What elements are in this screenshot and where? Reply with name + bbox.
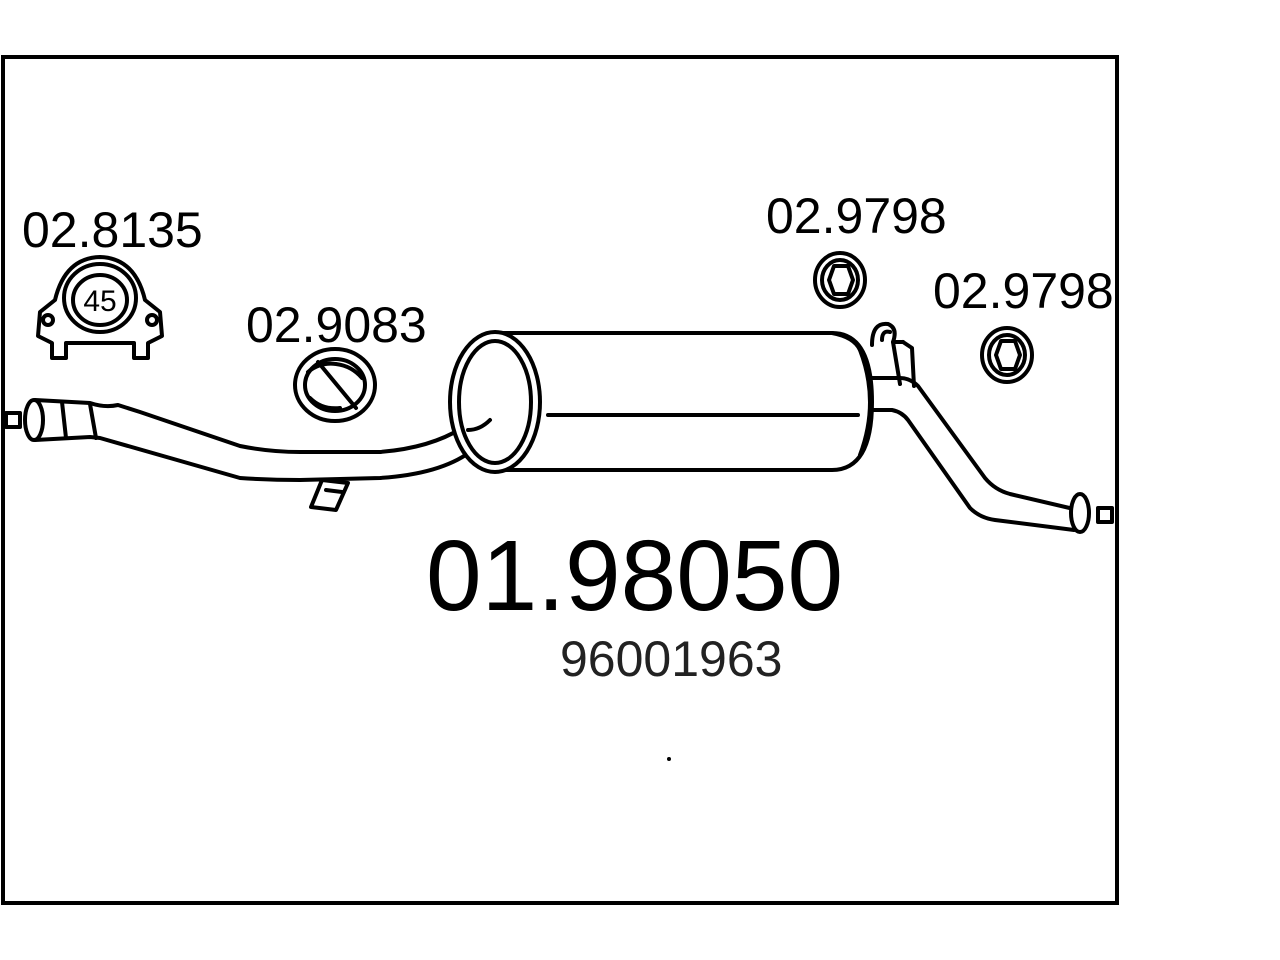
main-part-number: 01.98050 — [426, 520, 843, 632]
rubber-mount-2 — [980, 326, 1034, 384]
gasket-part-number: 02.9083 — [246, 297, 427, 353]
diagram-frame — [1, 55, 1119, 905]
rubber-mount-2-part-number: 02.9798 — [933, 263, 1114, 319]
rubber-mount-1 — [813, 251, 867, 309]
inlet-pipe — [4, 398, 508, 512]
exhaust-clamp — [36, 255, 164, 360]
rubber-mount-1-part-number: 02.9798 — [766, 188, 947, 244]
tail-pipe — [868, 321, 1114, 534]
rear-muffler — [448, 330, 874, 474]
exhaust-gasket-ring — [293, 347, 377, 423]
clamp-part-number: 02.8135 — [22, 202, 203, 258]
oem-part-number: 96001963 — [560, 631, 782, 687]
clamp-size-badge: 45 — [83, 285, 116, 318]
stray-dot — [667, 757, 671, 761]
